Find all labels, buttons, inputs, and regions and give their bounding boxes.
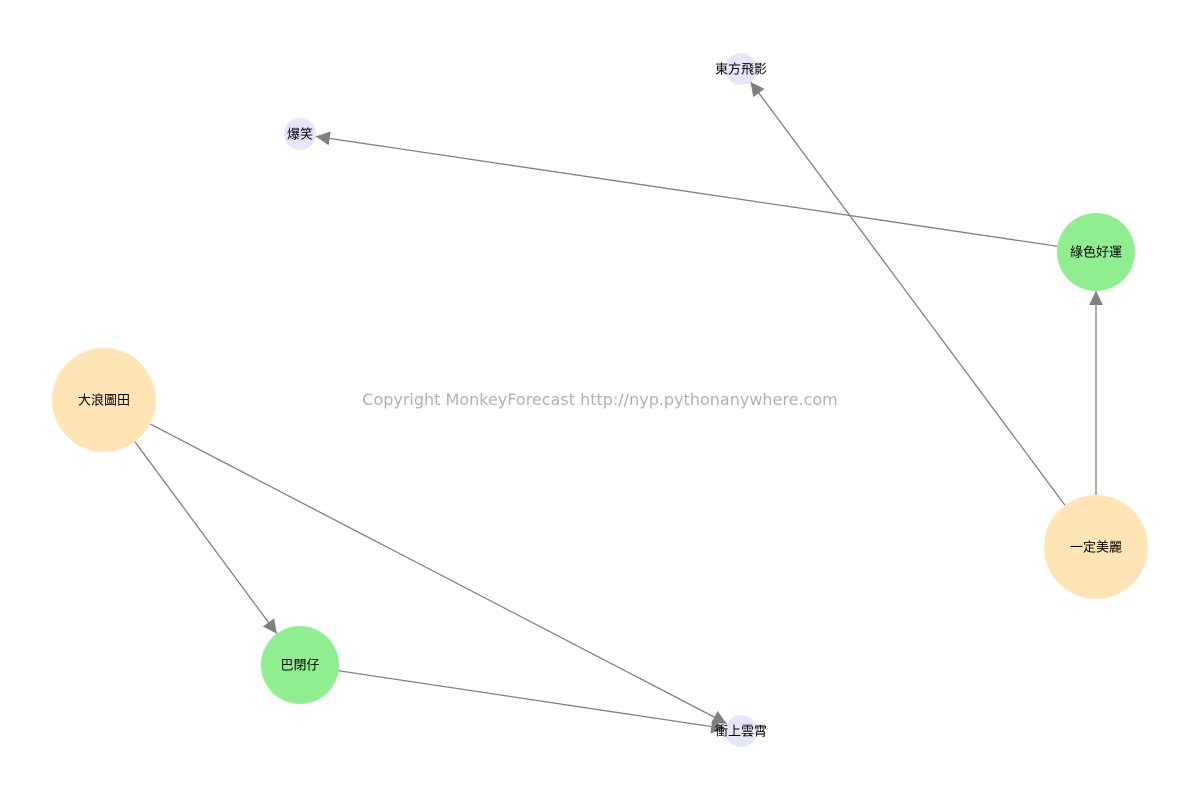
edge-arrow [750, 81, 1066, 506]
edges-layer [134, 81, 1103, 734]
node-circle [261, 626, 339, 704]
node-label: 東方飛影 [715, 62, 767, 78]
node-label: 一定美麗 [1070, 541, 1122, 556]
graph-node: 爆笑 [284, 118, 316, 150]
node-label: 衝上雲霄 [715, 725, 767, 740]
watermark-text: Copyright MonkeyForecast http://nyp.pyth… [362, 390, 837, 409]
graph-node: 綠色好運 [1057, 213, 1135, 291]
node-circle [1057, 213, 1135, 291]
node-circle [725, 53, 757, 85]
graph-node: 衝上雲霄 [715, 715, 767, 747]
node-label: 綠色好運 [1070, 245, 1122, 261]
node-circle [52, 348, 156, 452]
node-circle [1044, 495, 1148, 599]
edge-arrow [134, 441, 278, 635]
edge-arrow [338, 670, 726, 734]
node-circle [725, 715, 757, 747]
graph-node: 一定美麗 [1044, 495, 1148, 599]
graph-node: 巴閉仔 [261, 626, 339, 704]
graph-node: 東方飛影 [715, 53, 767, 85]
node-label: 巴閉仔 [280, 659, 319, 674]
edge-arrow [315, 131, 1058, 247]
node-label: 爆笑 [287, 127, 313, 143]
node-label: 大浪圖田 [78, 394, 130, 409]
edge-arrow [149, 423, 728, 725]
graph-node: 大浪圖田 [52, 348, 156, 452]
node-circle [284, 118, 316, 150]
